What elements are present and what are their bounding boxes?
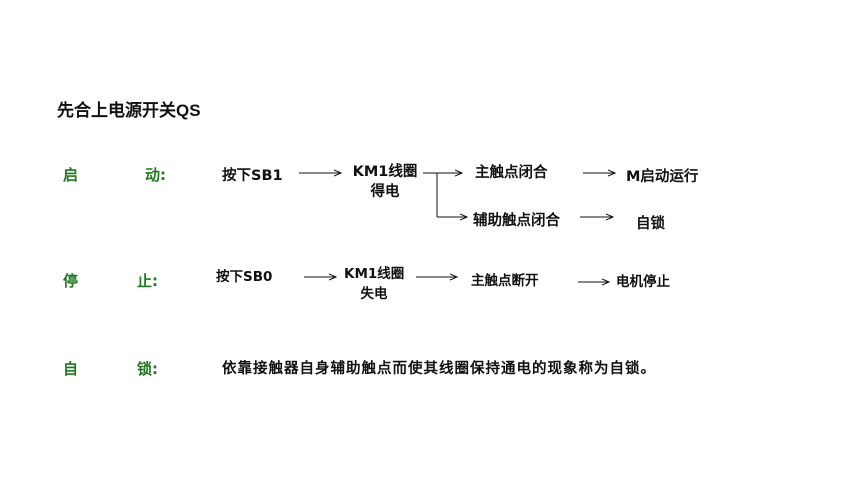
page-title: 先合上电源开关QS (57, 101, 201, 120)
start-result-motor-run: M启动运行 (626, 169, 699, 185)
start-step-km1-coil: KM1线圈 得电 (346, 162, 424, 202)
km1-coil-line2: 得电 (370, 184, 400, 200)
stop-step-press-sb0: 按下SB0 (216, 269, 273, 285)
km1-coil-stop-line1: KM1线圈 (344, 266, 405, 282)
start-label-char1: 启 (63, 166, 79, 184)
start-step-press-sb1: 按下SB1 (222, 168, 283, 184)
selflock-label-char1: 自 (63, 360, 79, 378)
start-label-char2: 动: (145, 166, 166, 184)
start-branch-aux-contact: 辅助触点闭合 (473, 213, 560, 229)
start-result-selflock: 自锁 (636, 216, 665, 232)
selflock-definition: 依靠接触器自身辅助触点而使其线圈保持通电的现象称为自锁。 (222, 361, 656, 377)
selflock-label-char2: 锁: (137, 360, 158, 378)
stop-step-km1-coil: KM1线圈 失电 (344, 264, 404, 304)
stop-result-motor-stop: 电机停止 (616, 274, 670, 290)
start-branch-main-contact: 主触点闭合 (475, 165, 548, 181)
km1-coil-stop-line2: 失电 (360, 286, 388, 302)
km1-coil-line1: KM1线圈 (352, 164, 418, 180)
stop-step-main-contact-open: 主触点断开 (471, 273, 539, 289)
stop-label-char2: 止: (137, 272, 158, 290)
stop-label-char1: 停 (63, 272, 79, 290)
